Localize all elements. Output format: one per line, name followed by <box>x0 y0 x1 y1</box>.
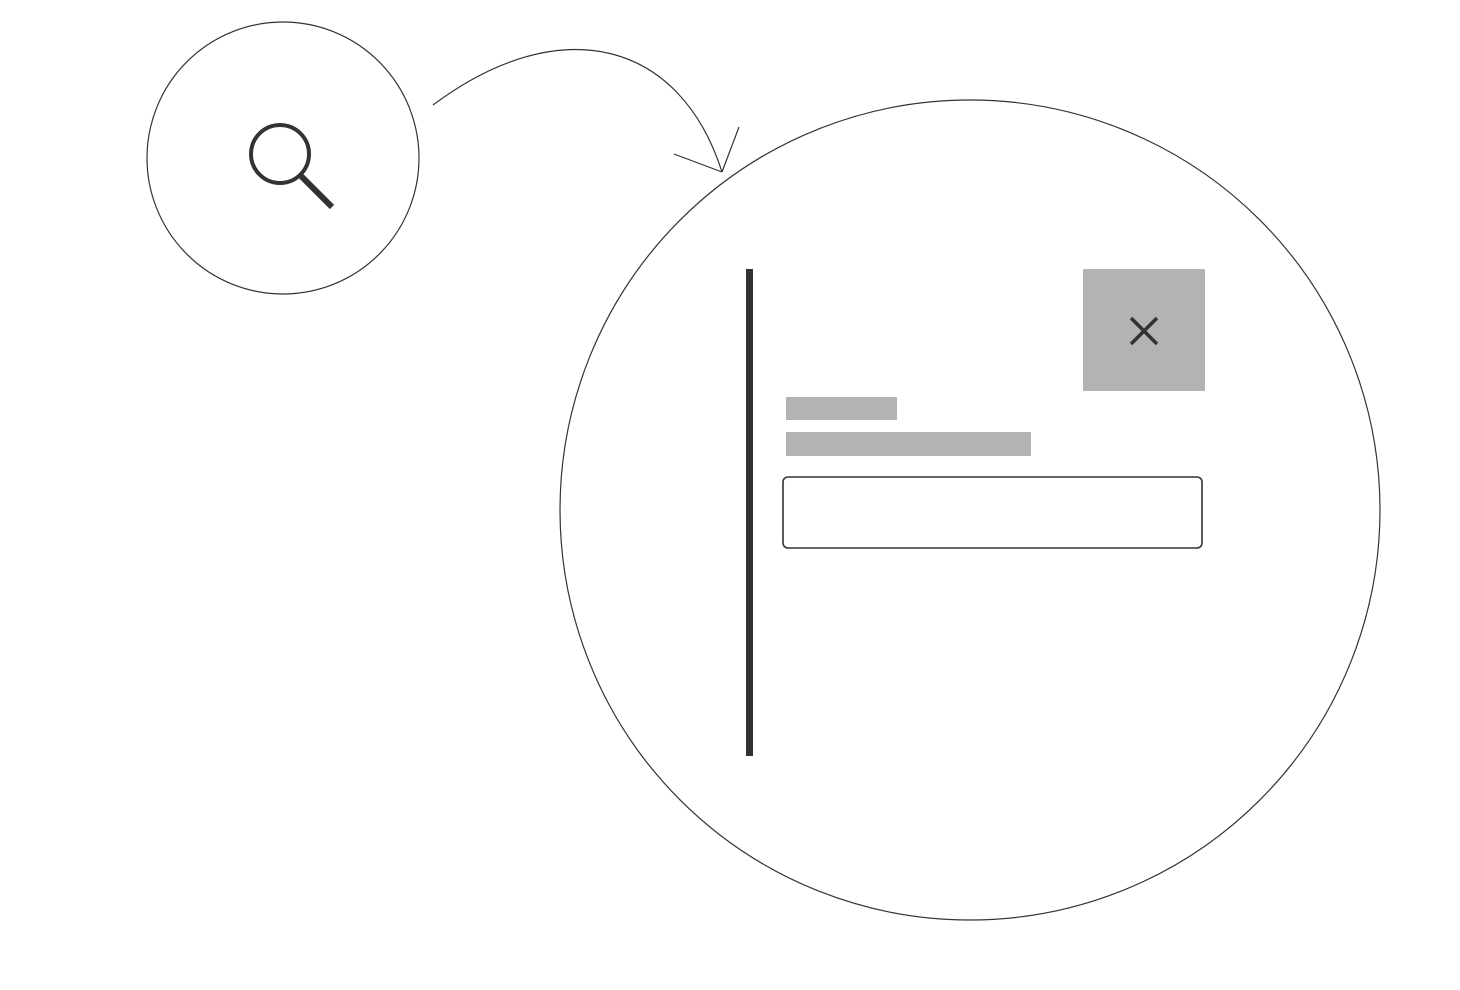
arrowhead-icon <box>673 126 740 173</box>
close-button[interactable] <box>1083 269 1205 391</box>
zoomed-view-circle <box>559 99 1381 921</box>
search-input[interactable] <box>782 476 1203 549</box>
search-icon[interactable] <box>249 123 335 210</box>
panel-left-border <box>746 269 753 756</box>
zoom-connector-arrow <box>432 48 723 173</box>
label-placeholder-short <box>786 397 897 420</box>
label-placeholder-long <box>786 432 1031 456</box>
close-icon <box>1129 316 1159 346</box>
search-trigger-circle <box>146 21 420 295</box>
